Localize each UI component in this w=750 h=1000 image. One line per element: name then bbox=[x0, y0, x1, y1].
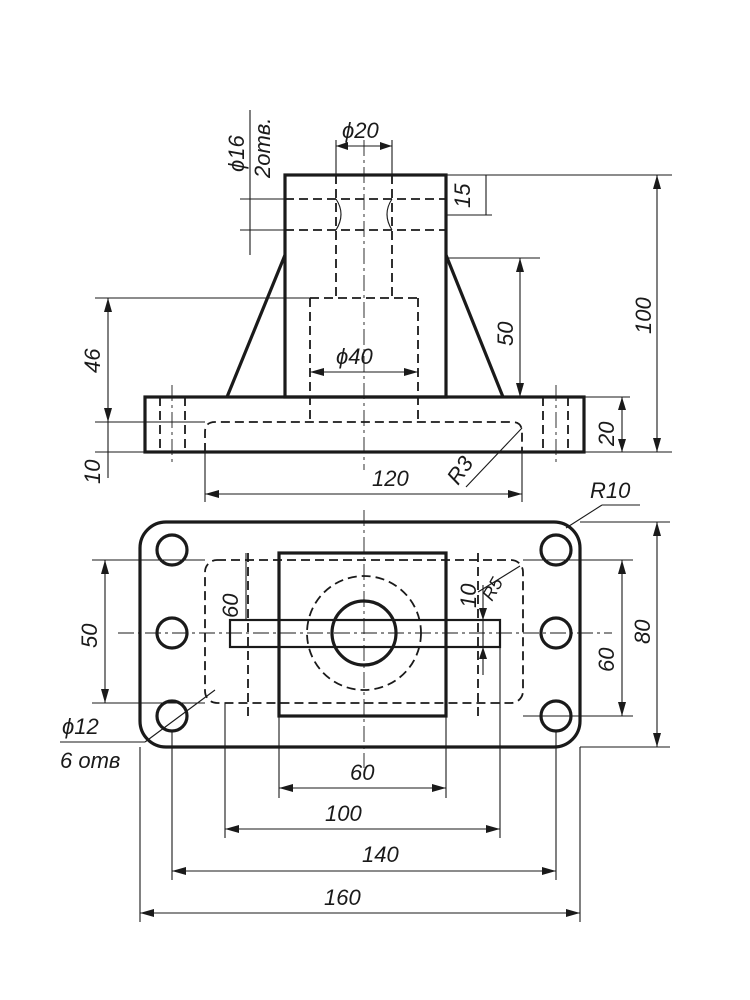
mount-hole-top-right bbox=[539, 533, 573, 567]
dim-60-right-label: 60 bbox=[594, 647, 619, 672]
dia-20-label: ϕ20 bbox=[342, 118, 379, 143]
dim-120-label: 120 bbox=[372, 466, 409, 491]
front-view: 15 50 100 20 46 10 bbox=[80, 110, 672, 502]
dim-100-bottom-label: 100 bbox=[325, 801, 362, 826]
central-bore bbox=[330, 599, 398, 667]
dim-50-label: 50 bbox=[493, 321, 518, 346]
bore-dia40-hidden bbox=[306, 575, 422, 691]
dim-10-top-label: 10 bbox=[456, 583, 481, 608]
dim-60-bottom-label: 60 bbox=[350, 760, 375, 785]
top-view: R10 R5 60 50 10 60 80 bbox=[60, 478, 670, 922]
boss-outline bbox=[277, 551, 448, 718]
dim-60-left-label: 60 bbox=[218, 593, 243, 618]
dim-50-top-label: 50 bbox=[77, 623, 102, 648]
dia-40-label: ϕ40 bbox=[336, 344, 373, 369]
cross-hole-intersection-left bbox=[335, 198, 342, 231]
holes-2-label: 2отв. bbox=[250, 118, 275, 179]
mount-hole-mid-left bbox=[155, 616, 189, 650]
mount-hole-bottom-left bbox=[155, 699, 189, 733]
mount-hole-mid-right bbox=[539, 616, 573, 650]
dim-10-left-label: 10 bbox=[80, 459, 105, 484]
base-recess-hidden bbox=[204, 421, 523, 452]
mount-hole-top-left bbox=[155, 533, 189, 567]
left-rib bbox=[225, 254, 287, 398]
upright-boss-outline bbox=[283, 173, 448, 399]
holes-6-label: 6 отв bbox=[60, 748, 120, 773]
cross-hole-intersection-right bbox=[386, 198, 393, 231]
dia-16-label: ϕ16 bbox=[224, 135, 249, 172]
cross-hole-slot bbox=[228, 618, 502, 649]
dim-160-label: 160 bbox=[324, 885, 361, 910]
recess-hidden bbox=[204, 559, 524, 704]
radius-r10-label: R10 bbox=[590, 478, 631, 503]
dim-46-label: 46 bbox=[80, 348, 105, 373]
dim-100-label: 100 bbox=[631, 297, 656, 334]
radius-r3-label: R3 bbox=[442, 451, 479, 489]
dim-20-label: 20 bbox=[594, 421, 619, 447]
base-plate-outline bbox=[138, 520, 582, 749]
dim-140-label: 140 bbox=[362, 842, 399, 867]
dim-80-label: 80 bbox=[630, 619, 655, 644]
right-rib bbox=[444, 254, 505, 398]
dia-12-label: ϕ12 bbox=[62, 714, 99, 739]
dim-15-label: 15 bbox=[450, 183, 475, 208]
